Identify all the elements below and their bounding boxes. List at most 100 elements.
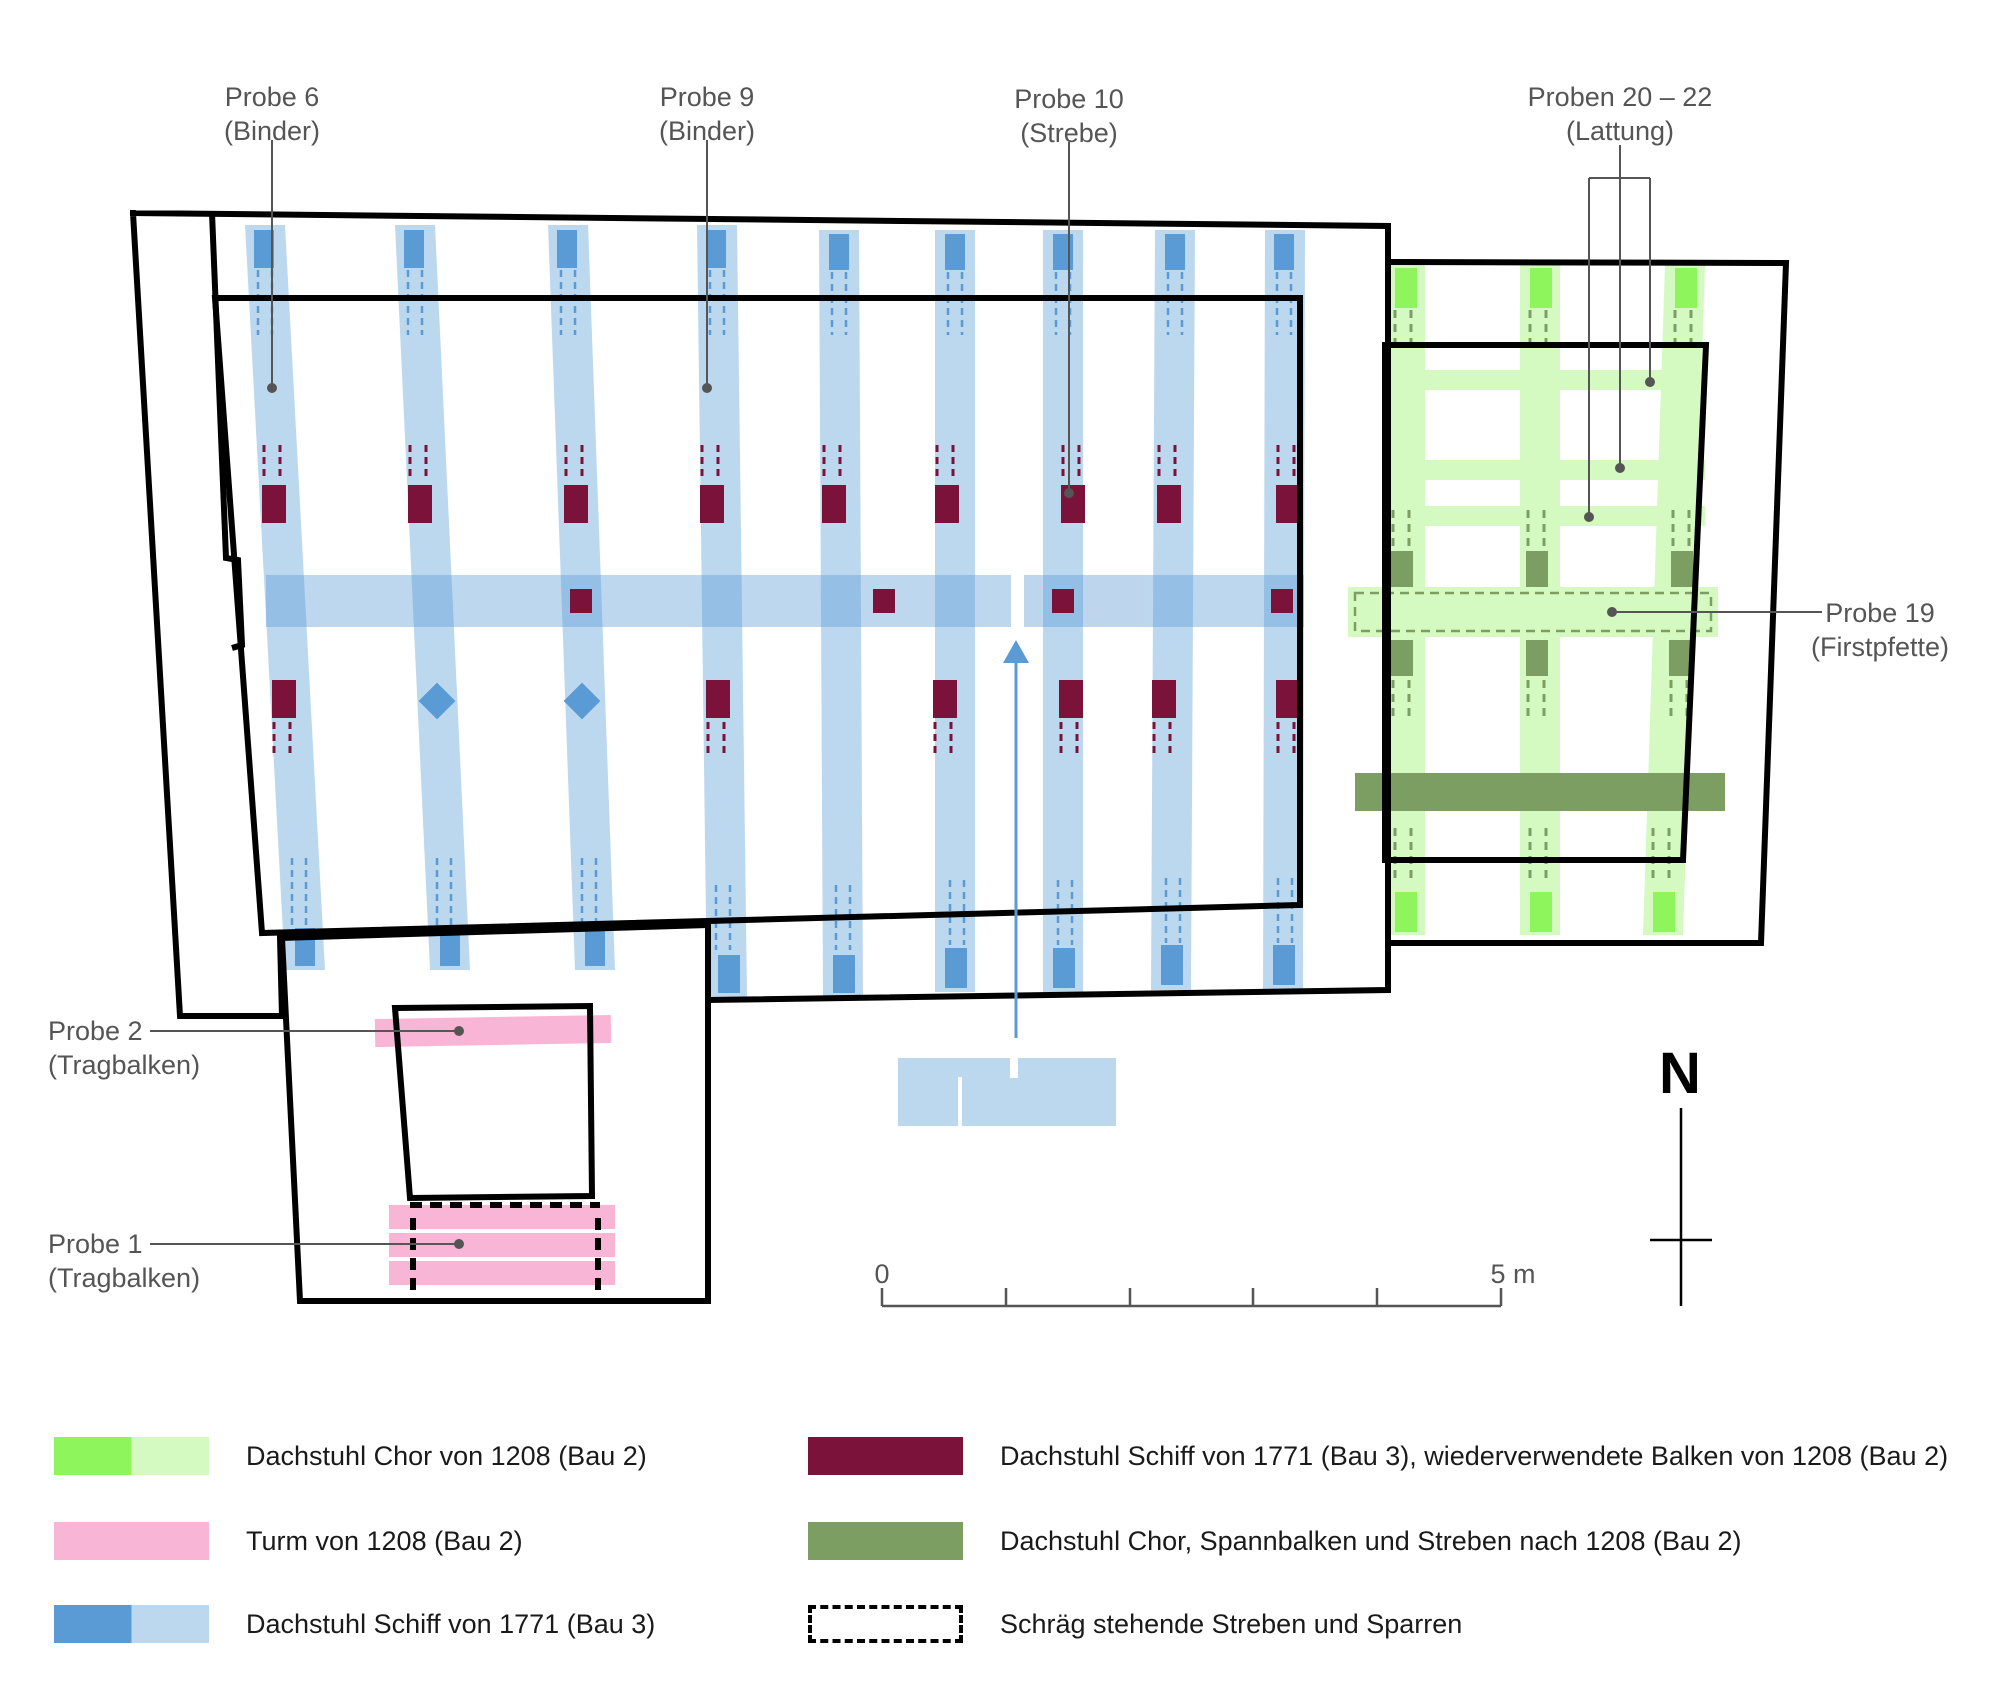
porch-block-right: [962, 1058, 1116, 1126]
probe10-sublabel: (Strebe): [1020, 118, 1118, 148]
scale-end-label: 5 m: [1490, 1259, 1535, 1289]
nave-beam-ends: [254, 230, 1295, 993]
choir-end: [1530, 892, 1552, 932]
probe1-point: [454, 1239, 464, 1249]
diamond-marker: [563, 682, 601, 720]
nave-band-2: [395, 225, 470, 970]
tower-inner-wall: [391, 1002, 596, 1202]
probe6-label: Probe 6: [225, 82, 320, 112]
probe6-sublabel: (Binder): [224, 116, 320, 146]
probe6-point: [267, 383, 277, 393]
probe19-point: [1607, 607, 1617, 617]
reused-beam: [700, 485, 724, 523]
reused-beam: [408, 485, 432, 523]
reused-beam: [873, 589, 895, 613]
beam-end: [1161, 945, 1183, 985]
north-label: N: [1659, 1041, 1701, 1106]
choir-strut: [1391, 551, 1413, 587]
choir-bright-ends: [1395, 268, 1697, 932]
entrance-arrow-head: [1003, 640, 1029, 663]
probe2-point: [454, 1026, 464, 1036]
choir-end: [1395, 268, 1417, 308]
porch-gap: [1010, 1058, 1018, 1078]
probe9-label: Probe 9: [660, 82, 755, 112]
beam-end: [718, 955, 740, 993]
probe19-label: Probe 19: [1825, 598, 1935, 628]
nave-diamond-markers: [418, 682, 601, 720]
beam-end: [706, 230, 726, 268]
reused-beam: [262, 485, 286, 523]
reused-beam: [1157, 485, 1181, 523]
probe20-22-label: Proben 20 – 22: [1528, 82, 1713, 112]
beam-end: [945, 234, 965, 270]
reused-beam: [1052, 589, 1074, 613]
probe22-point: [1584, 512, 1594, 522]
choir-struts-after-1208: [1355, 551, 1725, 811]
beam-end: [585, 928, 605, 966]
choir-end: [1675, 268, 1697, 308]
choir-end: [1653, 892, 1675, 932]
reused-beam: [1152, 680, 1176, 718]
nave-band-1: [245, 225, 325, 970]
reused-beam: [570, 589, 592, 613]
probe10-label: Probe 10: [1014, 84, 1124, 114]
ridge-gap: [1011, 575, 1021, 627]
nave-band-6: [935, 230, 975, 992]
beam-end: [254, 230, 274, 268]
reused-beam: [1059, 680, 1083, 718]
beam-end: [1274, 234, 1294, 270]
scale-bar: 0 5 m: [874, 1259, 1536, 1308]
nave-band-5: [819, 230, 863, 997]
choir-strut: [1526, 640, 1548, 676]
reused-beam: [933, 680, 957, 718]
reused-beam: [935, 485, 959, 523]
reused-beam: [706, 680, 730, 718]
probe1-label: Probe 1: [48, 1229, 143, 1259]
beam-end: [1165, 234, 1185, 270]
tower-inclined-members: [410, 1202, 601, 1300]
reused-beam: [272, 680, 296, 718]
choir-batten: [1385, 370, 1705, 390]
reused-beam: [564, 485, 588, 523]
probe9-point: [702, 383, 712, 393]
beam-end: [404, 230, 424, 268]
probe1-sublabel: (Tragbalken): [48, 1263, 200, 1293]
choir-end: [1395, 892, 1417, 932]
choir-batten: [1385, 460, 1705, 480]
nave-band-4: [697, 225, 747, 997]
reused-beam: [1271, 589, 1293, 613]
probe20-22-sublabel: (Lattung): [1566, 116, 1674, 146]
diamond-marker: [418, 682, 456, 720]
porch: [898, 575, 1116, 1126]
choir-inclined-struts: [1391, 310, 1693, 880]
beam-end: [440, 928, 460, 966]
reused-beam: [1276, 485, 1300, 523]
beam-end: [945, 948, 967, 988]
choir-strut: [1526, 551, 1548, 587]
probe21-point: [1615, 463, 1625, 473]
building-outlines: [129, 210, 1790, 1304]
probe19-sublabel: (Firstpfette): [1811, 632, 1949, 662]
probe9-sublabel: (Binder): [659, 116, 755, 146]
beam-end: [1053, 948, 1075, 988]
tower-beam: [374, 1014, 612, 1048]
probe10-point: [1064, 488, 1074, 498]
tower-beam: [389, 1205, 615, 1229]
ridge-band-west: [266, 575, 1016, 627]
reused-inclined-struts: [262, 445, 1296, 757]
beam-end: [829, 234, 849, 270]
reused-beams-1208: [262, 485, 1300, 718]
reused-beam: [822, 485, 846, 523]
reused-beam: [1276, 680, 1300, 718]
beam-end: [1273, 945, 1295, 985]
choir-strut: [1669, 640, 1691, 676]
probe20-point: [1645, 377, 1655, 387]
choir-end: [1530, 268, 1552, 308]
choir-strut: [1391, 640, 1413, 676]
probe2-label: Probe 2: [48, 1016, 143, 1046]
tower-beam: [389, 1261, 615, 1285]
north-arrow: N: [1650, 1041, 1712, 1306]
probe2-sublabel: (Tragbalken): [48, 1050, 200, 1080]
tower-outer-wall: [279, 937, 711, 1304]
